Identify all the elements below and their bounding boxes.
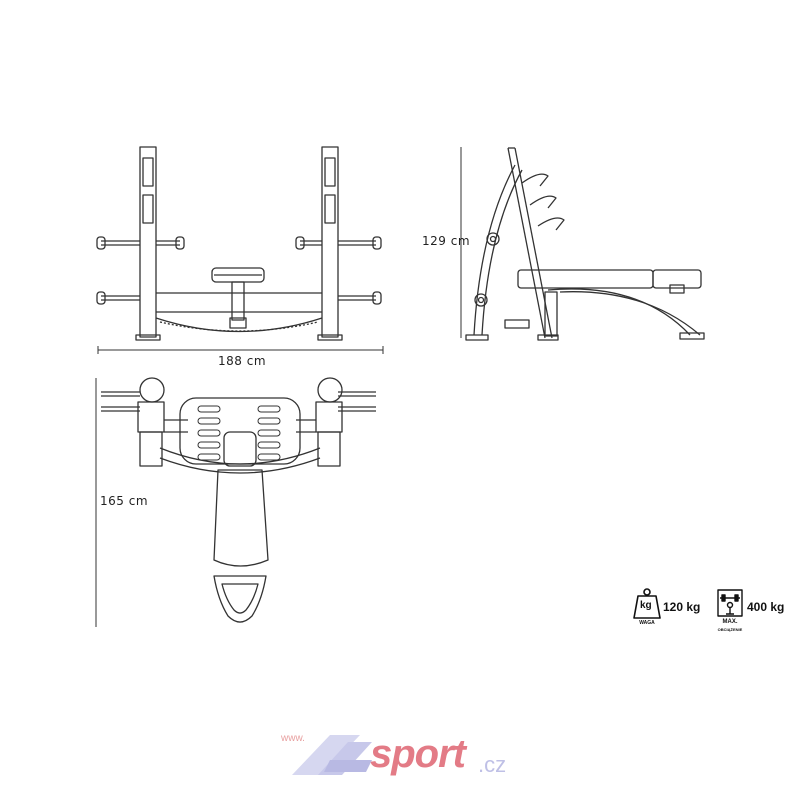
watermark-brand: sport (370, 732, 466, 776)
max-load-icon (717, 589, 743, 617)
weight-icon (633, 588, 661, 619)
watermark-tld: .cz (478, 752, 507, 777)
width-dimension-label: 188 cm (218, 354, 267, 368)
length-dimension-label: 165 cm (100, 494, 149, 508)
weight-caption: WAGA (639, 620, 655, 626)
max-load-subcaption: OBCIĄŻENIE (717, 627, 743, 632)
height-dimension-label: 129 cm (422, 234, 471, 248)
weight-icon-label: kg (640, 600, 652, 611)
side-view (460, 147, 705, 341)
brand-logo-swoosh (292, 735, 372, 775)
max-load-caption: MAX. (722, 619, 738, 625)
max-load-value: 400 kg (747, 600, 785, 614)
watermark-www: www. (281, 733, 305, 744)
top-view (95, 377, 376, 627)
weight-value: 120 kg (663, 600, 701, 614)
front-view (96, 146, 384, 354)
